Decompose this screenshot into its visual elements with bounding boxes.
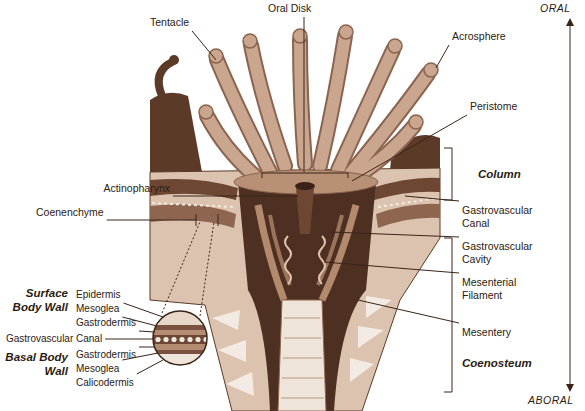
basal-layer (150, 204, 236, 228)
coenosteum-bracket (444, 238, 452, 392)
leader-line (352, 115, 467, 181)
gastrodermis-band (150, 330, 212, 335)
septum (226, 372, 254, 396)
canal (187, 337, 192, 342)
canal (179, 337, 184, 342)
part-label: Mesenterial Filament (462, 276, 557, 302)
mesentery (318, 215, 342, 285)
canal (155, 337, 160, 342)
tentacle (320, 36, 345, 166)
acrosphere (293, 29, 307, 43)
axis-label: ORAL (540, 2, 571, 15)
acrosphere (409, 115, 423, 129)
basal-layer (376, 204, 440, 228)
leader-line (436, 45, 449, 68)
leader-line (405, 196, 459, 201)
layer-label: Gastrodermis (76, 316, 136, 330)
skeleton-ridges (281, 318, 324, 398)
neighbor-tentacle (159, 62, 172, 96)
inset-circle (153, 311, 207, 365)
part-label: Oral Disk (268, 2, 311, 15)
canal (171, 337, 176, 342)
neighbor-polyp (150, 93, 202, 178)
mesenterial-filament (319, 236, 325, 284)
tentacle (251, 45, 285, 166)
leader-line (137, 360, 163, 374)
acrosphere (339, 25, 353, 39)
part-label: Peristome (470, 100, 517, 113)
mesentery (270, 215, 290, 285)
part-label: Acrosphere (452, 30, 506, 43)
part-label: Mesentery (462, 326, 511, 339)
group-label: Surface Body Wall (4, 286, 68, 314)
septum (212, 310, 240, 330)
acrosphere (388, 39, 402, 53)
axis-arrowhead (566, 18, 574, 26)
mesenterial-filament (285, 236, 291, 284)
gastrovascular-cavity (238, 182, 376, 411)
coenenchyme-block (150, 168, 440, 411)
actinopharynx (296, 188, 314, 234)
inset-guide (200, 222, 214, 316)
acrosphere (424, 63, 438, 77)
leader-line (173, 196, 298, 197)
mouth (295, 182, 315, 190)
canal-band (150, 335, 212, 344)
canal (163, 337, 168, 342)
leader-line (139, 331, 155, 332)
part-label: Gastrovascular Cavity (462, 240, 557, 266)
septum (358, 326, 384, 348)
layer-label: Gastrodermis (76, 348, 136, 362)
part-label: Gastrovascular Canal (462, 204, 557, 230)
region-label: Coenosteum (462, 356, 532, 370)
layer-label: Gastrovascular Canal (6, 332, 102, 346)
leader-line (107, 220, 196, 221)
neighbor-acrosphere (169, 55, 179, 65)
leader-line (192, 31, 216, 60)
region-label: Column (478, 167, 521, 181)
acrosphere (243, 34, 257, 48)
septum (218, 340, 246, 362)
canal (203, 337, 208, 342)
axis-line (570, 22, 571, 388)
leader-line (123, 303, 163, 317)
leader-line (304, 17, 305, 172)
part-label: Tentacle (150, 16, 189, 29)
column-bracket (444, 148, 452, 200)
inset-layers (150, 309, 212, 370)
leader-line (139, 347, 155, 348)
acrosphere (209, 49, 223, 63)
coenosteum-column (278, 300, 326, 411)
canal-row (152, 203, 234, 207)
canal-row (378, 198, 438, 207)
oral-disk-bracket (262, 173, 348, 178)
inset-bracket (196, 214, 218, 226)
septum (350, 358, 374, 382)
layer-label: Calicodermis (76, 376, 134, 390)
acrospheres (199, 25, 438, 129)
axis-label: ABORAL (528, 394, 574, 407)
leader-line (324, 262, 459, 273)
axis-arrowhead (566, 384, 574, 392)
layer-label: Epidermis (76, 288, 120, 302)
mesoglea-band (150, 325, 212, 330)
leader-line (358, 300, 459, 323)
acrosphere (199, 105, 213, 119)
leader-line (105, 339, 153, 340)
group-label: Basal Body Wall (4, 350, 68, 378)
layer-label: Mesoglea (76, 302, 119, 316)
gastrodermis-band (150, 344, 212, 350)
part-label: Coenenchyme (36, 206, 104, 219)
surface-layer (372, 178, 440, 200)
leader-line (330, 232, 459, 237)
part-label: Actinopharynx (70, 182, 170, 195)
tentacle (350, 74, 428, 174)
layer-label: Mesoglea (76, 362, 119, 376)
canal (195, 337, 200, 342)
inset-guide (162, 222, 200, 313)
